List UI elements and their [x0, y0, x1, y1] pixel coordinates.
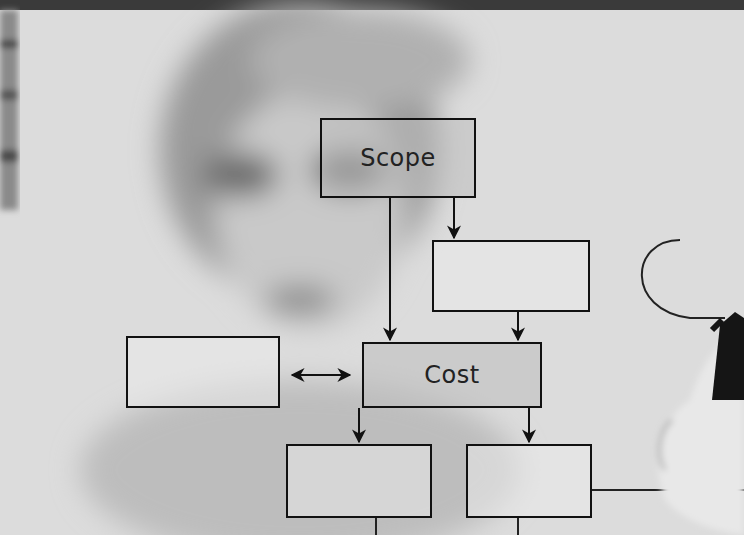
box-label: Scope — [360, 144, 436, 172]
flow-arrow — [453, 198, 455, 238]
process-box — [286, 444, 432, 518]
flow-arrow — [517, 312, 519, 340]
process-box — [466, 444, 592, 518]
box-label: Cost — [424, 361, 479, 389]
flow-arrow — [292, 374, 350, 376]
flow-arrow — [389, 198, 391, 340]
flow-arrow — [358, 408, 360, 442]
process-box — [126, 336, 280, 408]
flow-arrow — [528, 408, 530, 442]
process-box — [432, 240, 590, 312]
process-box: Cost — [362, 342, 542, 408]
process-box: Scope — [320, 118, 476, 198]
